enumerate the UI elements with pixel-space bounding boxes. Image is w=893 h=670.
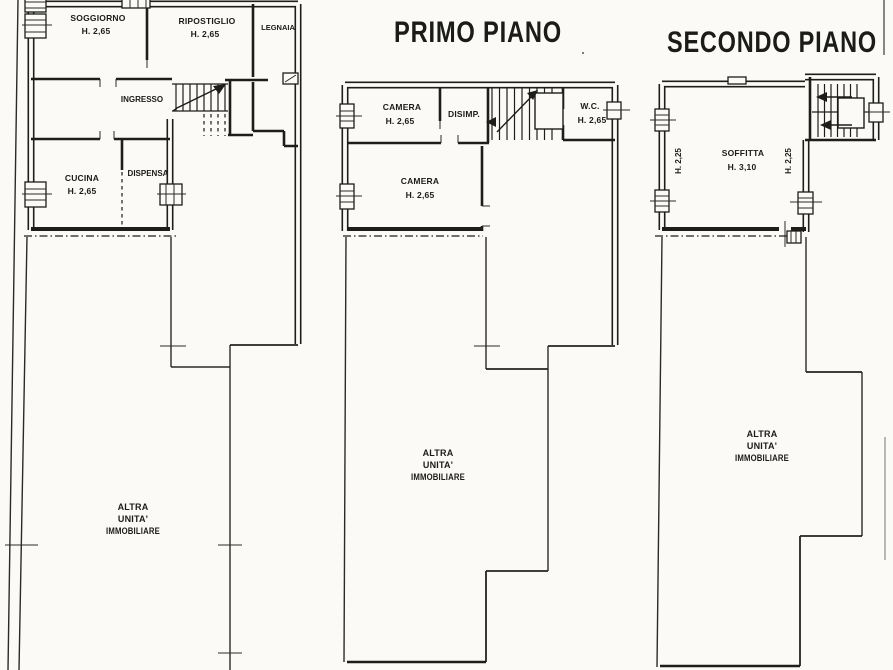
window-marker	[121, 0, 151, 9]
stair-direction-line	[172, 86, 221, 112]
staircase-first	[486, 88, 564, 140]
first-floor-plan: PRIMO PIANO CAMERA H. 2,65 DISIMP.	[336, 16, 630, 664]
other-unit-label-line3: IMMOBILIARE	[106, 526, 160, 536]
stair-direction-line	[496, 93, 535, 133]
lower-outline-steps	[799, 371, 862, 666]
window-hatch	[336, 110, 362, 122]
scan-artifacts	[582, 0, 886, 560]
lower-outline-steps	[485, 345, 615, 662]
window-markers-ground	[22, 0, 299, 208]
stair-direction-line	[824, 96, 852, 126]
door-jambs	[99, 60, 148, 139]
other-unit-label-line2: UNITA'	[747, 441, 777, 451]
wall-break-ticks	[5, 345, 242, 654]
interior-walls	[31, 4, 298, 170]
room-height-ripostiglio: H. 2,65	[191, 29, 220, 39]
staircase-ground	[172, 83, 228, 136]
staircase-second	[812, 84, 874, 137]
window-hatch	[336, 190, 362, 203]
window-hatch	[790, 197, 822, 209]
ground-floor-plan: SOGGIORNO H. 2,65 RIPOSTIGLIO H. 2,65 LE…	[5, 0, 298, 670]
room-height-camera1: H. 2,65	[386, 116, 415, 126]
other-unit-label-line2: UNITA'	[423, 460, 453, 470]
room-label-camera2: CAMERA	[401, 176, 440, 186]
window-markers-second	[650, 102, 890, 244]
room-label-dispensa: DISPENSA	[128, 169, 169, 178]
window-hatch	[650, 114, 676, 126]
room-label-wc: W.C.	[580, 101, 599, 111]
room-height-camera2: H. 2,65	[406, 190, 435, 200]
interior-walls	[805, 77, 876, 142]
window-marker	[24, 0, 47, 13]
room-height-soggiorno: H. 2,65	[82, 26, 111, 36]
window-hatch	[22, 188, 52, 201]
second-floor-plan: SECONDO PIANO SOF	[650, 26, 890, 668]
room-label-soffitta: SOFFITTA	[722, 148, 765, 158]
other-unit-label-line3: IMMOBILIARE	[735, 453, 789, 463]
second-floor-title: SECONDO PIANO	[667, 26, 877, 59]
eaves-height-right: H. 2,25	[784, 148, 793, 174]
room-label-legnaia: LEGNAIA	[261, 23, 295, 32]
room-label-cucina: CUCINA	[65, 173, 99, 183]
room-label-ingresso: INGRESSO	[121, 95, 163, 104]
stair-treads-dashed	[203, 114, 226, 136]
other-unit-label-line2: UNITA'	[118, 514, 148, 524]
window-marker	[797, 191, 814, 215]
room-height-cucina: H. 2,65	[68, 186, 97, 196]
lower-outline	[343, 236, 549, 663]
stair-arrowhead	[527, 90, 538, 100]
chimney-notch	[727, 76, 747, 85]
lower-outline	[170, 237, 231, 670]
chimney-hatch	[790, 231, 797, 243]
room-height-wc: H. 2,65	[578, 115, 607, 125]
first-floor-title: PRIMO PIANO	[394, 16, 562, 49]
other-unit-label-line3: IMMOBILIARE	[411, 472, 465, 482]
stair-arrowhead-return	[486, 117, 496, 127]
room-height-soffitta: H. 3,10	[728, 162, 757, 172]
stair-arrowhead	[816, 92, 827, 102]
door-jambs	[439, 121, 490, 227]
window-marker	[24, 13, 47, 39]
other-unit-label-line1: ALTRA	[747, 429, 778, 439]
stair-landing	[534, 92, 564, 130]
eaves-height-left: H. 2,25	[674, 148, 683, 174]
window-hatch	[22, 19, 52, 33]
lower-outline	[656, 236, 863, 668]
window-hatch	[157, 184, 186, 205]
stair-arrowhead-return	[820, 120, 831, 130]
window-hatch	[25, 1, 46, 9]
scan-speck	[582, 52, 584, 54]
other-unit-label-line1: ALTRA	[423, 448, 454, 458]
window-hatch	[129, 0, 147, 8]
other-unit-label-line1: ALTRA	[118, 502, 149, 512]
window-hatch	[284, 74, 297, 83]
stair-landing	[837, 97, 865, 129]
room-label-ripostiglio: RIPOSTIGLIO	[179, 16, 236, 26]
room-label-camera1: CAMERA	[383, 102, 422, 112]
property-boundary-line	[7, 0, 28, 670]
window-hatch	[650, 195, 676, 207]
chimney-marker	[786, 230, 802, 244]
room-label-soggiorno: SOGGIORNO	[70, 13, 125, 23]
stair-arrowhead	[213, 84, 226, 94]
window-markers-first	[336, 101, 630, 210]
room-label-disimpegno: DISIMP.	[448, 109, 480, 119]
